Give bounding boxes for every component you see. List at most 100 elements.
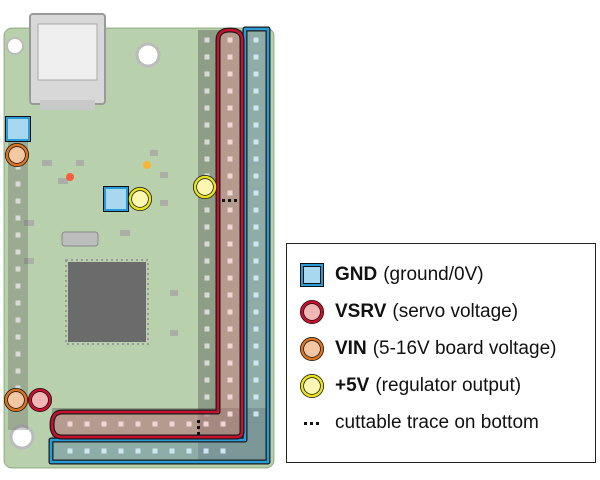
- pin-pad: [204, 394, 210, 400]
- pin-pad: [227, 275, 233, 281]
- pin-pad: [67, 448, 73, 454]
- legend-label: VIN: [335, 337, 367, 359]
- pin-pad: [169, 448, 175, 454]
- pin-pad: [118, 421, 124, 427]
- legend-item-5v: +5V (regulator output): [299, 367, 595, 404]
- gnd-marker-top-left: [5, 116, 31, 142]
- usb-connector: [29, 13, 106, 110]
- pin-pad: [253, 411, 259, 417]
- pin-pad: [227, 173, 233, 179]
- pin-pad: [227, 156, 233, 162]
- pin-pad: [227, 122, 233, 128]
- mounting-holes: [6, 37, 161, 450]
- legend-box: GND (ground/0V) VSRV (servo voltage) VIN…: [286, 243, 596, 463]
- pin-pad: [227, 292, 233, 298]
- red-circle-icon: [299, 299, 325, 325]
- pin-pad: [15, 249, 21, 255]
- legend-item-cuttable-trace: cuttable trace on bottom: [299, 404, 595, 441]
- pin-pad: [204, 343, 210, 349]
- orange-circle-icon: [299, 336, 325, 362]
- pin-pad: [169, 421, 175, 427]
- pin-pad: [204, 326, 210, 332]
- pin-pad: [253, 360, 259, 366]
- pin-pad: [203, 448, 209, 454]
- pin-pad: [15, 283, 21, 289]
- cuttable-trace-bottom: [197, 420, 200, 435]
- pin-pad: [204, 54, 210, 60]
- pin-pad: [15, 181, 21, 187]
- pin-pad: [227, 207, 233, 213]
- pin-pad: [220, 421, 226, 427]
- microcontroller-chip: [65, 259, 149, 345]
- pin-pad: [253, 88, 259, 94]
- pin-pad: [227, 54, 233, 60]
- gnd-marker-center: [103, 186, 129, 212]
- pin-pad: [227, 105, 233, 111]
- v5-marker-right: [193, 175, 217, 199]
- pin-pad: [227, 343, 233, 349]
- pin-pad: [253, 275, 259, 281]
- pin-pad: [204, 105, 210, 111]
- pin-pad: [253, 105, 259, 111]
- pin-pad: [186, 448, 192, 454]
- legend-item-vin: VIN (5-16V board voltage): [299, 330, 595, 367]
- blue-square-icon: [299, 262, 325, 288]
- pin-pad: [253, 224, 259, 230]
- pin-pad: [15, 215, 21, 221]
- pin-pad: [253, 241, 259, 247]
- pin-pad: [253, 343, 259, 349]
- pin-pad: [227, 309, 233, 315]
- legend-label: +5V: [335, 374, 370, 396]
- pin-pad: [204, 139, 210, 145]
- legend-description: (5-16V board voltage): [372, 337, 557, 359]
- pin-pad: [204, 122, 210, 128]
- circuit-board: [3, 27, 275, 469]
- pin-pad: [253, 207, 259, 213]
- pin-pad: [227, 360, 233, 366]
- legend-description: (regulator output): [375, 374, 522, 396]
- pin-pad: [67, 421, 73, 427]
- pin-pad: [15, 232, 21, 238]
- pin-pad: [15, 351, 21, 357]
- legend-item-gnd: GND (ground/0V): [299, 256, 595, 293]
- pin-pad: [204, 309, 210, 315]
- pin-pad: [152, 421, 158, 427]
- pin-pad: [227, 37, 233, 43]
- pin-pad: [15, 164, 21, 170]
- pin-pad: [204, 207, 210, 213]
- legend-description: (servo voltage): [392, 300, 519, 322]
- legend-item-vsrv: VSRV (servo voltage): [299, 293, 595, 330]
- pin-pad: [203, 421, 209, 427]
- vin-marker-bottom-left: [4, 388, 28, 412]
- pin-pad: [84, 448, 90, 454]
- pin-pad: [204, 224, 210, 230]
- pin-pad: [227, 326, 233, 332]
- pin-pad: [227, 377, 233, 383]
- pin-pad: [227, 71, 233, 77]
- pin-pad: [204, 37, 210, 43]
- pin-pad: [253, 139, 259, 145]
- v5-marker-center: [128, 187, 152, 211]
- pin-pad: [253, 54, 259, 60]
- legend-label: GND: [335, 263, 378, 285]
- pin-pad: [101, 448, 107, 454]
- pin-pad: [152, 448, 158, 454]
- pin-pad: [204, 241, 210, 247]
- pin-pad: [253, 71, 259, 77]
- pin-pad: [227, 224, 233, 230]
- pin-pad: [15, 300, 21, 306]
- pin-pad: [204, 275, 210, 281]
- pin-pad: [253, 122, 259, 128]
- pin-pad: [84, 421, 90, 427]
- pin-pad: [15, 266, 21, 272]
- pin-pad: [204, 71, 210, 77]
- pin-pad: [118, 448, 124, 454]
- pin-pad: [15, 198, 21, 204]
- pin-pad: [253, 37, 259, 43]
- small-components: [24, 150, 178, 336]
- yellow-circle-icon: [299, 373, 325, 399]
- pin-pad: [204, 88, 210, 94]
- pin-pad: [253, 394, 259, 400]
- vsrv-marker-bottom-left: [28, 388, 52, 412]
- left-header-pins: [8, 140, 28, 430]
